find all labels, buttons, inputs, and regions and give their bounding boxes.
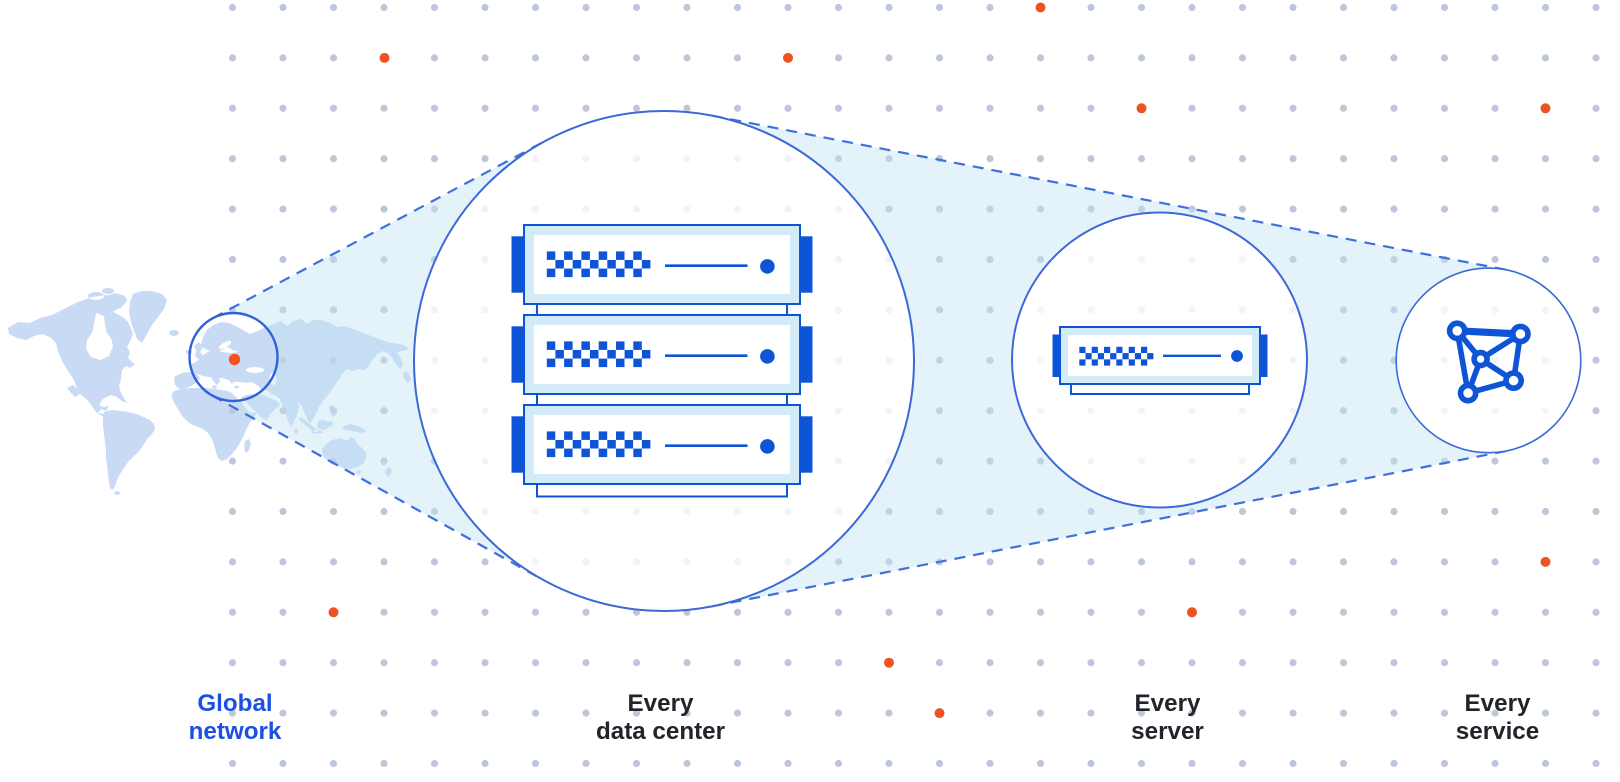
svg-text:network: network bbox=[189, 718, 282, 745]
svg-text:Every: Every bbox=[628, 690, 694, 717]
svg-text:Every: Every bbox=[1465, 690, 1531, 717]
svg-text:server: server bbox=[1131, 718, 1204, 745]
svg-text:service: service bbox=[1456, 718, 1539, 745]
svg-text:data center: data center bbox=[596, 718, 726, 745]
svg-text:Every: Every bbox=[1135, 690, 1201, 717]
svg-text:Global: Global bbox=[197, 690, 272, 717]
